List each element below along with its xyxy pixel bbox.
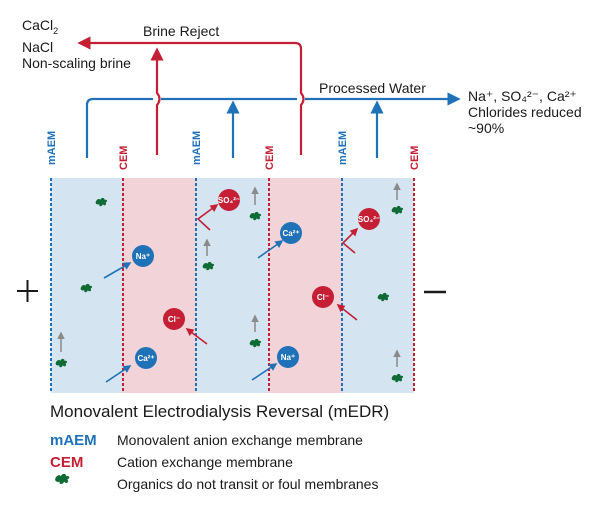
ca-arrow bbox=[105, 365, 132, 383]
legend-key-mAEM: mAEM bbox=[50, 432, 97, 449]
ion-na-1: Na⁺ bbox=[132, 245, 154, 267]
chamber-diluate-3 bbox=[342, 178, 414, 393]
membrane-label-4: CEM bbox=[264, 146, 276, 170]
na-arrow-2 bbox=[251, 363, 278, 381]
svg-text:Ca²⁺: Ca²⁺ bbox=[137, 354, 154, 363]
chamber-concentrate-1 bbox=[123, 178, 196, 393]
legend-desc-organics: Organics do not transit or foul membrane… bbox=[117, 476, 379, 492]
brine-output-label: CaCl2 NaCl Non-scaling brine bbox=[22, 17, 131, 71]
ion-cl-1: Cl⁻ bbox=[163, 308, 185, 330]
cl-arrow-2 bbox=[336, 304, 358, 321]
ion-so4-2: SO₄²⁻ bbox=[358, 208, 380, 230]
ion-so4-1: SO₄²⁻ bbox=[218, 189, 240, 211]
membrane-label-3: mAEM bbox=[191, 131, 203, 165]
legend-desc-mAEM: Monovalent anion exchange membrane bbox=[117, 432, 363, 448]
brine-riser-1 bbox=[150, 47, 164, 155]
ion-ca-1: Ca²⁺ bbox=[135, 347, 157, 369]
brine-reject-label: Brine Reject bbox=[143, 23, 220, 39]
svg-text:SO₄²⁻: SO₄²⁻ bbox=[358, 215, 380, 224]
chambers bbox=[51, 178, 414, 393]
so4-reflect-arrow bbox=[196, 204, 219, 231]
svg-text:Cl⁻: Cl⁻ bbox=[317, 293, 329, 302]
electrodes bbox=[17, 280, 446, 302]
organics bbox=[55, 182, 404, 383]
membrane-label-2: CEM bbox=[118, 146, 130, 170]
svg-text:Na⁺: Na⁺ bbox=[281, 353, 295, 362]
svg-text:SO₄²⁻: SO₄²⁻ bbox=[218, 196, 240, 205]
processed-water-flow bbox=[85, 99, 458, 158]
ion-arrows bbox=[103, 204, 359, 383]
ion-na-2: Na⁺ bbox=[277, 346, 299, 368]
legend-organic-icon bbox=[55, 473, 70, 485]
processed-output-label: Na⁺, SO₄²⁻, Ca²⁺ Chlorides reduced ~90% bbox=[468, 88, 582, 136]
na-arrow bbox=[103, 262, 132, 279]
legend-desc-CEM: Cation exchange membrane bbox=[117, 454, 293, 470]
svg-text:Na⁺: Na⁺ bbox=[136, 252, 150, 261]
membrane-label-6: CEM bbox=[409, 146, 421, 170]
brine-reject-flow bbox=[77, 36, 305, 155]
svg-text:Cl⁻: Cl⁻ bbox=[168, 315, 180, 324]
ca-arrow-2 bbox=[257, 240, 284, 259]
processed-water-label: Processed Water bbox=[319, 80, 426, 96]
membranes bbox=[50, 178, 415, 393]
legend-key-CEM: CEM bbox=[50, 454, 84, 471]
legend-title: Monovalent Electrodialysis Reversal (mED… bbox=[50, 402, 390, 421]
anode-plus bbox=[17, 280, 38, 302]
membrane-label-5: mAEM bbox=[337, 131, 349, 165]
svg-text:Ca²⁺: Ca²⁺ bbox=[282, 229, 299, 238]
membrane-label-1: mAEM bbox=[46, 131, 58, 165]
processed-water-line bbox=[85, 99, 458, 158]
ion-ca-2: Ca²⁺ bbox=[280, 222, 302, 244]
so4-reflect-arrow-2 bbox=[341, 227, 359, 254]
brine-line bbox=[77, 36, 305, 155]
ion-cl-2: Cl⁻ bbox=[312, 286, 334, 308]
cl-arrow bbox=[185, 328, 208, 345]
